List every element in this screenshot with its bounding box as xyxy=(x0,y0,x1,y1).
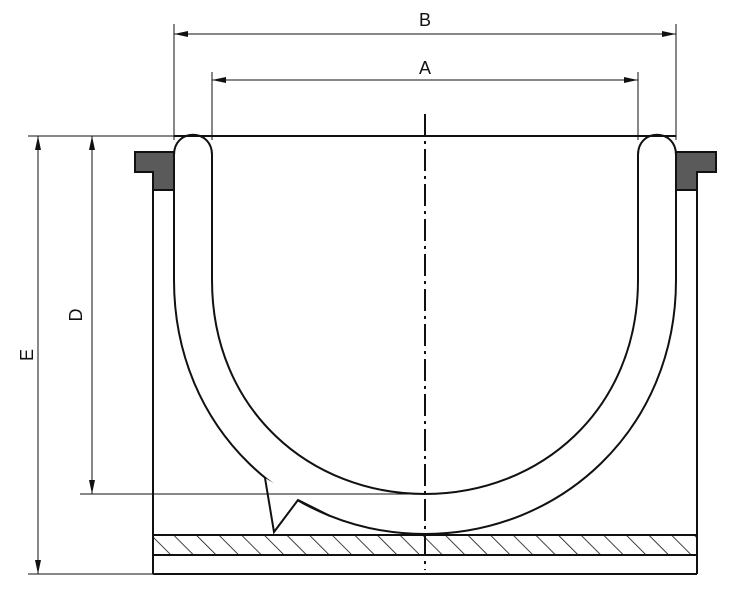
dimension-e: E xyxy=(17,135,174,575)
left-rim-cap xyxy=(173,133,213,156)
right-flange xyxy=(675,151,717,191)
label-b: B xyxy=(419,10,431,30)
left-flange xyxy=(134,151,175,191)
break-mark xyxy=(264,477,331,535)
label-e: E xyxy=(17,349,37,361)
dimension-b: B xyxy=(173,10,677,140)
label-a: A xyxy=(419,58,431,78)
label-d: D xyxy=(66,309,86,322)
dimension-d: D xyxy=(66,136,425,495)
right-rim-cap xyxy=(637,133,677,156)
dimension-a: A xyxy=(211,58,639,140)
